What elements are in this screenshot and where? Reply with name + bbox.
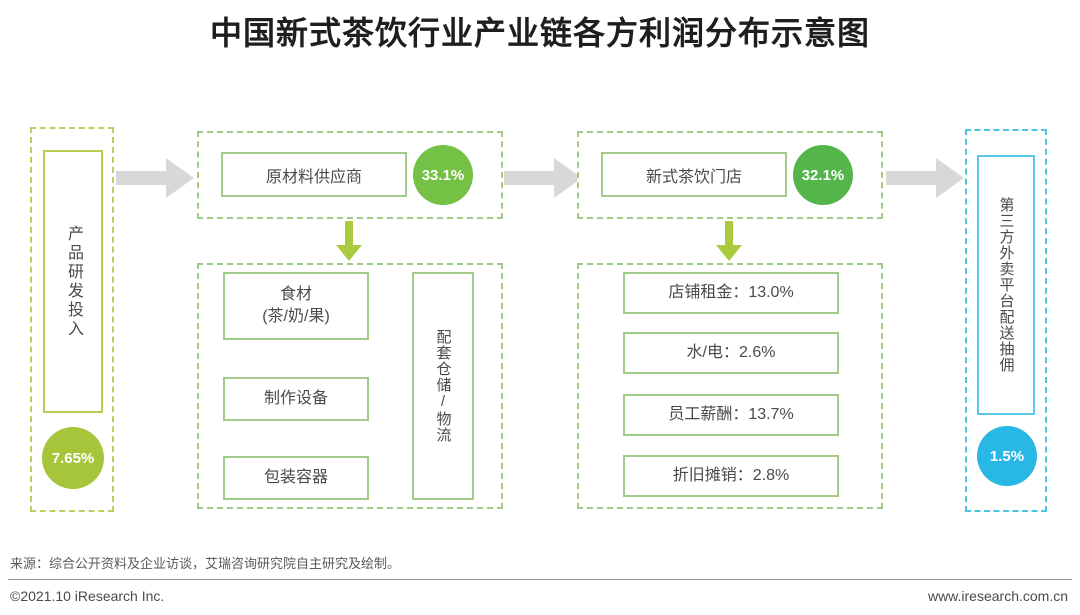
website-url: www.iresearch.com.cn xyxy=(927,588,1068,604)
stage1-value: 7.65% xyxy=(51,449,95,467)
stage4-label-box: 第三方外卖平台配送抽佣 xyxy=(977,155,1035,415)
stage2-item-ingredients: 食材 (茶/奶/果) xyxy=(223,272,369,340)
copyright-text: ©2021.10 iResearch Inc. xyxy=(10,588,165,604)
page-title: 中国新式茶饮行业产业链各方利润分布示意图 xyxy=(209,15,870,51)
stage4-label: 第三方外卖平台配送抽佣 xyxy=(997,197,1015,373)
stage2-item-equipment: 制作设备 xyxy=(223,377,369,421)
stage2-header-box: 原材料供应商 xyxy=(221,152,407,197)
stage2-item-ingredients-label: 食材 (茶/奶/果) xyxy=(262,286,330,325)
stage3-item-rent-label: 店铺租金：13.0% xyxy=(668,284,794,302)
stage3-header-label: 新式茶饮门店 xyxy=(645,168,742,186)
stage2-item-equipment-label: 制作设备 xyxy=(263,390,328,408)
stage2-percentage-badge: 33.1% xyxy=(413,145,473,205)
source-note: 来源：综合公开资料及企业访谈，艾瑞咨询研究院自主研究及绘制。 xyxy=(10,556,401,571)
flow-arrow-right-icon xyxy=(886,158,964,198)
stage3-item-salary-label: 员工薪酬：13.7% xyxy=(668,406,794,424)
stage4-percentage-badge: 1.5% xyxy=(977,426,1037,486)
stage2-side-logistics-box: 配套仓储/物流 xyxy=(412,272,474,500)
stage2-item-packaging-label: 包装容器 xyxy=(263,469,328,487)
stage3-item-utilities-label: 水/电：2.6% xyxy=(686,344,776,362)
stage1-label: 产品研发投入 xyxy=(65,224,82,339)
stage4-value: 1.5% xyxy=(989,447,1025,465)
flow-arrow-down-icon xyxy=(716,221,742,261)
footer-divider xyxy=(8,579,1072,580)
stage3-item-utilities: 水/电：2.6% xyxy=(623,332,839,374)
stage3-item-depreciation: 折旧摊销：2.8% xyxy=(623,455,839,497)
stage2-item-packaging: 包装容器 xyxy=(223,456,369,500)
stage3-item-rent: 店铺租金：13.0% xyxy=(623,272,839,314)
stage1-percentage-badge: 7.65% xyxy=(42,427,104,489)
stage3-value: 32.1% xyxy=(801,166,845,184)
stage1-label-box: 产品研发投入 xyxy=(43,150,103,413)
flow-arrow-right-icon xyxy=(504,158,582,198)
stage3-header-box: 新式茶饮门店 xyxy=(601,152,787,197)
stage2-header-label: 原材料供应商 xyxy=(265,168,362,186)
stage3-item-salary: 员工薪酬：13.7% xyxy=(623,394,839,436)
stage3-percentage-badge: 32.1% xyxy=(793,145,853,205)
stage2-value: 33.1% xyxy=(421,166,465,184)
flow-arrow-right-icon xyxy=(116,158,194,198)
stage2-side-logistics-label: 配套仓储/物流 xyxy=(434,329,452,443)
stage3-item-depreciation-label: 折旧摊销：2.8% xyxy=(672,467,790,485)
flow-arrow-down-icon xyxy=(336,221,362,261)
